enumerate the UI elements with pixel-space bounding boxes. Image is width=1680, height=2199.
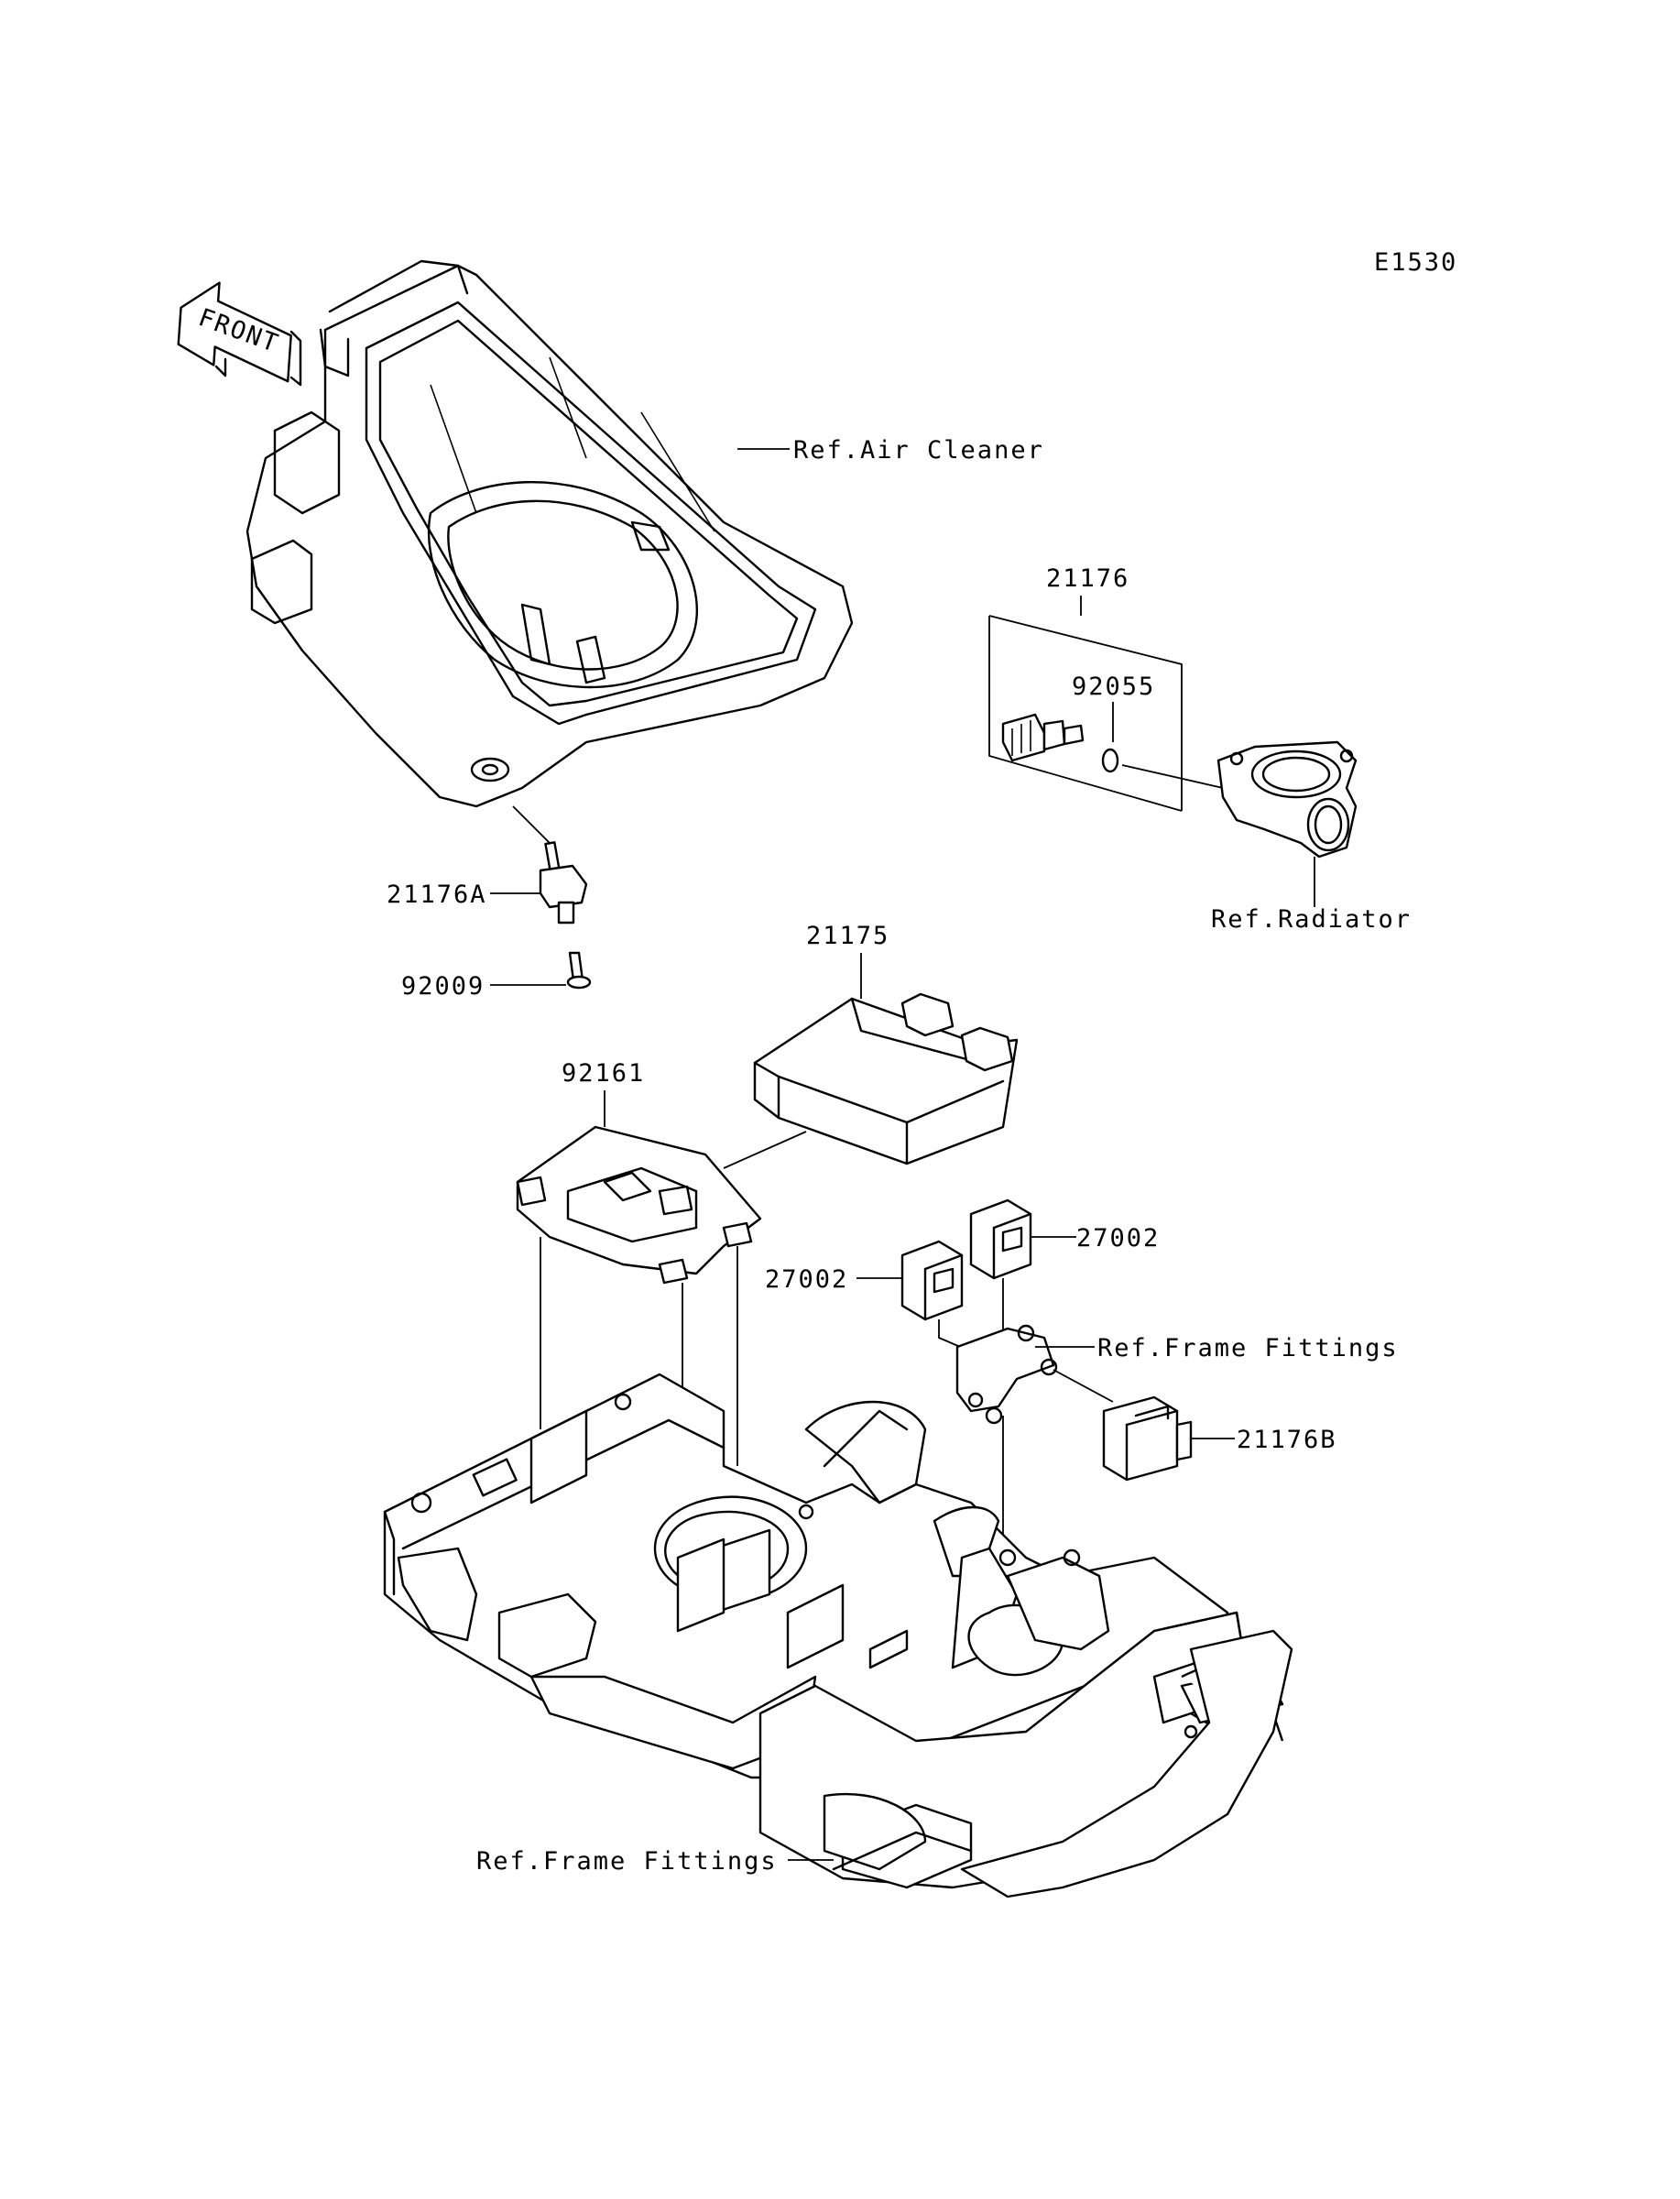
- callout-frame-fittings-upper: Ref.Frame Fittings: [1097, 1334, 1399, 1362]
- ecu-21175: [753, 992, 1019, 1165]
- callout-frame-fittings-lower: Ref.Frame Fittings: [476, 1847, 778, 1876]
- callout-radiator: Ref.Radiator: [1211, 905, 1412, 934]
- bracket-92161: [516, 1125, 762, 1285]
- sensor-21176: [1001, 713, 1085, 762]
- callout-92009: 92009: [401, 972, 485, 1001]
- sensor-21176A: [539, 841, 588, 924]
- front-arrow-icon: FRONT: [177, 281, 302, 387]
- frame-under-tray: [383, 1373, 1293, 1898]
- diagram-code: E1530: [1374, 248, 1457, 277]
- relay-27002-left: [900, 1240, 964, 1321]
- o-ring-92055: [1101, 748, 1119, 773]
- callout-air-cleaner: Ref.Air Cleaner: [793, 436, 1044, 465]
- callout-92161: 92161: [562, 1059, 645, 1088]
- callout-92055: 92055: [1072, 673, 1155, 701]
- callout-21176A: 21176A: [387, 881, 487, 909]
- relay-27002-right: [969, 1198, 1032, 1280]
- radiator-thermostat-housing: [1216, 740, 1358, 859]
- bolt-92009: [566, 951, 592, 990]
- callout-21176B: 21176B: [1237, 1426, 1337, 1454]
- callout-27002-right: 27002: [1076, 1224, 1160, 1253]
- callout-27002-left: 27002: [765, 1265, 848, 1294]
- callout-21176: 21176: [1046, 564, 1129, 593]
- air-cleaner-housing: [245, 259, 854, 808]
- sensor-21176B: [1102, 1395, 1193, 1482]
- relay-bracket: [955, 1324, 1058, 1425]
- callout-21175: 21175: [806, 922, 889, 950]
